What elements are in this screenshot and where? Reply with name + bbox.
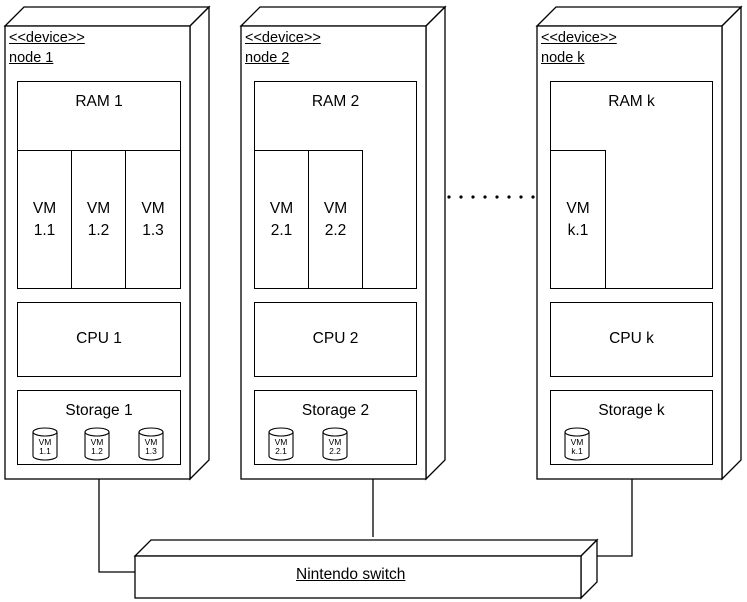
- disk-id: k.1: [571, 446, 583, 456]
- vm-label: VM: [32, 199, 57, 217]
- vm-id: 1.2: [87, 221, 110, 239]
- database-icon: [564, 427, 590, 461]
- disk-label: VM: [328, 437, 342, 447]
- vm-label: VM: [141, 199, 165, 217]
- database-icon: [32, 427, 58, 461]
- node-2-vm-2: VM 2.2: [308, 150, 363, 289]
- vm-label: VM: [269, 199, 294, 217]
- ellipsis-dots: [447, 195, 535, 199]
- node-1-vm-3: VM 1.3: [125, 150, 181, 289]
- disk-label: VM: [144, 437, 158, 447]
- vm-id: 2.1: [270, 221, 293, 239]
- vm-id: k.1: [567, 221, 589, 239]
- node-1-cpu: CPU 1: [17, 302, 181, 377]
- node-1-vm-1: VM 1.1: [17, 150, 72, 289]
- vm-id: 2.2: [324, 221, 347, 239]
- vm-label: VM: [566, 199, 590, 217]
- node-1-cpu-label: CPU 1: [76, 330, 122, 347]
- disk-id: 2.1: [275, 446, 287, 456]
- database-icon: [84, 427, 110, 461]
- switch-label: Nintendo switch: [296, 566, 406, 583]
- database-icon: [268, 427, 294, 461]
- vm-id: 1.1: [33, 221, 56, 239]
- disk-id: 1.3: [145, 446, 157, 456]
- node-k-cpu: CPU k: [550, 302, 713, 377]
- disk-label: VM: [274, 437, 288, 447]
- database-icon: [138, 427, 164, 461]
- node-1-storage-label: Storage 1: [65, 402, 133, 419]
- node-2-cpu: CPU 2: [254, 302, 417, 377]
- node-k-storage-label: Storage k: [598, 402, 665, 419]
- node-k-name: node k: [541, 50, 585, 66]
- switch-frame: [133, 538, 599, 600]
- node-1-name: node 1: [9, 50, 54, 66]
- node-k-cpu-label: CPU k: [609, 330, 654, 347]
- node-k-ram: RAM k: [550, 81, 713, 289]
- node-1-vm-2: VM 1.2: [71, 150, 126, 289]
- disk-id: 1.1: [39, 446, 51, 456]
- node-2-storage-label: Storage 2: [301, 402, 370, 419]
- vm-label: VM: [86, 199, 111, 217]
- disk-id: 1.2: [91, 446, 103, 456]
- node-2-stereotype: <<device>>: [245, 30, 321, 46]
- disk-label: VM: [38, 437, 52, 447]
- disk-label: VM: [90, 437, 104, 447]
- disk-id: 2.2: [329, 446, 341, 456]
- node-1-ram-label: RAM 1: [75, 93, 123, 110]
- vm-id: 1.3: [142, 221, 164, 239]
- node-1-stereotype: <<device>>: [9, 30, 85, 46]
- node-k-vm-1: VM k.1: [550, 150, 606, 289]
- node-2-name: node 2: [245, 50, 290, 66]
- node-k-stereotype: <<device>>: [541, 30, 617, 46]
- node-2-ram-label: RAM 2: [311, 93, 360, 110]
- node-2-cpu-label: CPU 2: [312, 330, 359, 347]
- node-k-ram-label: RAM k: [608, 93, 655, 110]
- node-2-vm-1: VM 2.1: [254, 150, 309, 289]
- disk-label: VM: [570, 437, 584, 447]
- database-icon: [322, 427, 348, 461]
- vm-label: VM: [323, 199, 348, 217]
